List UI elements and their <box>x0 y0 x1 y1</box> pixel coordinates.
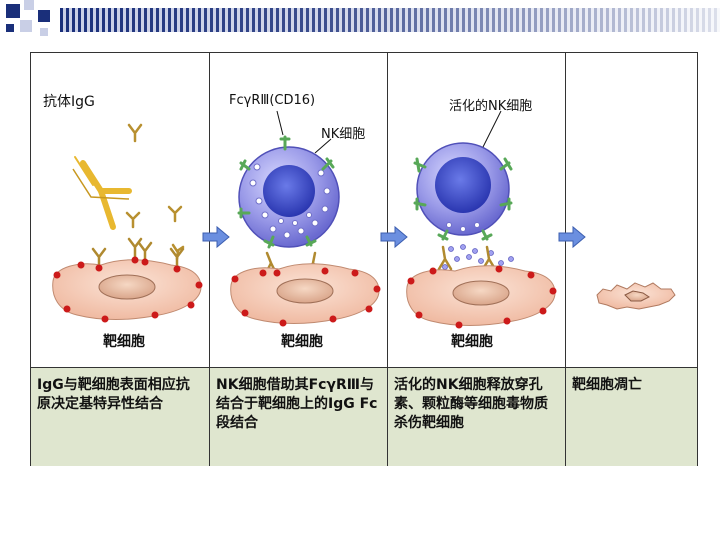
caption-4: 靶细胞凋亡 <box>572 377 642 393</box>
fc-receptors <box>237 135 335 249</box>
diagram-illustration <box>52 123 676 329</box>
granules <box>249 163 331 239</box>
panel-1 <box>31 53 210 367</box>
panel-3-art <box>406 142 557 329</box>
antigen-dots <box>53 256 203 323</box>
antibody-bound <box>91 237 185 269</box>
arrow-right <box>380 225 408 249</box>
deco-square <box>24 0 34 10</box>
label-target-cell-3: 靶细胞 <box>451 334 493 350</box>
label-igg: 抗体IgG <box>43 94 95 110</box>
deco-square <box>38 10 50 22</box>
panel-2 <box>209 53 388 367</box>
deco-square <box>6 4 20 18</box>
arrow-right <box>558 225 586 249</box>
caption-3: 活化的NK细胞释放穿孔素、颗粒酶等细胞毒物质杀伤靶细胞 <box>388 368 566 466</box>
panel-2-art <box>230 135 381 327</box>
deco-square <box>40 28 48 36</box>
adcc-diagram: 抗体IgG FcγRⅢ(CD16) NK细胞 活化的NK细胞 靶细胞 靶细胞 靶… <box>30 52 698 466</box>
label-activated-nk-cell: 活化的NK细胞 <box>449 99 533 114</box>
title-decoration <box>0 0 720 40</box>
antibody-small <box>125 123 185 261</box>
panel-3 <box>387 53 566 367</box>
arrow-right <box>202 225 230 249</box>
panel-4-art <box>596 282 676 310</box>
deco-square <box>6 24 14 32</box>
caption-row: IgG与靶细胞表面相应抗原决定基特异性结合 NK细胞借助其FcγRⅢ与结合于靶细… <box>31 367 697 466</box>
label-target-cell-1: 靶细胞 <box>103 334 145 350</box>
label-fc-receptor: FcγRⅢ(CD16) <box>229 93 316 108</box>
caption-2: NK细胞借助其FcγRⅢ与结合于靶细胞上的IgG Fc段结合 <box>210 368 388 466</box>
title-stripe <box>60 8 720 32</box>
antibody-large <box>74 156 132 230</box>
label-target-cell-2: 靶细胞 <box>281 334 323 350</box>
label-nk-cell: NK细胞 <box>321 127 366 142</box>
caption-1: IgG与靶细胞表面相应抗原决定基特异性结合 <box>31 368 210 466</box>
deco-square <box>20 20 32 32</box>
panel-1-art <box>52 123 203 323</box>
